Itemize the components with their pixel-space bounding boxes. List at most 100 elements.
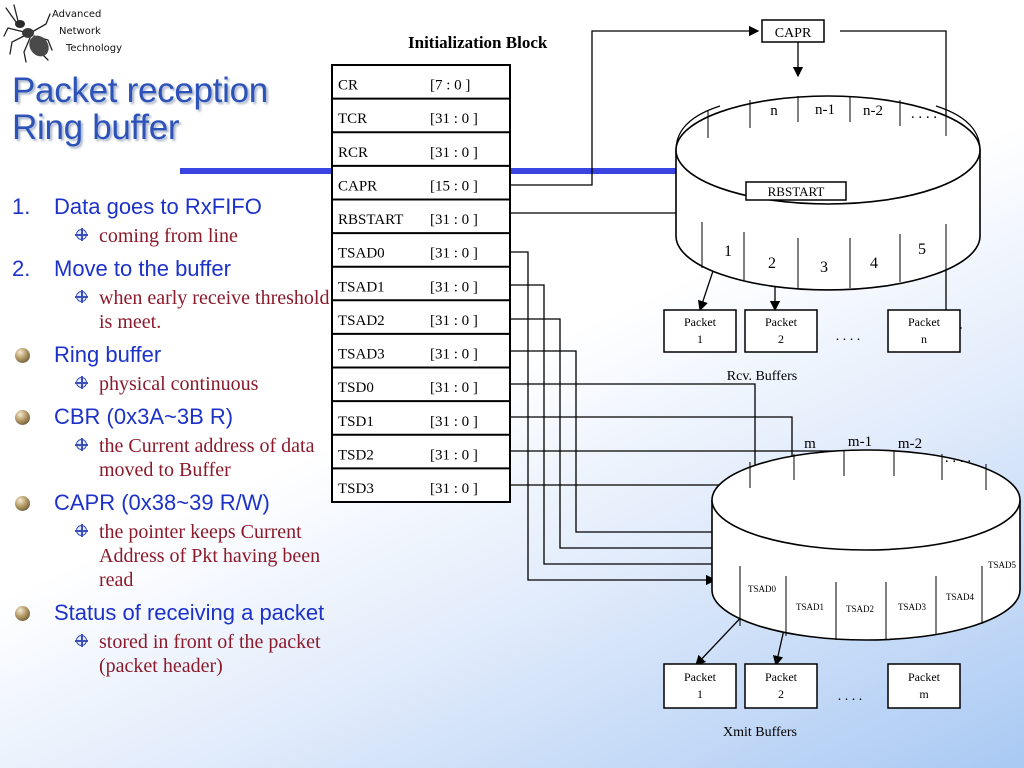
sphere-bullet-icon [15, 348, 30, 363]
logo-line: Advanced [52, 9, 102, 20]
sphere-bullet-icon [15, 606, 30, 621]
tx-ring-bottom-cell: TSAD5 [988, 560, 1017, 570]
rx-packet-box: Packet 2 [744, 309, 818, 353]
packet-number: m [919, 687, 929, 701]
tx-ring-bottom-cell: TSAD1 [796, 602, 824, 612]
tx-ring-bottom-cell: TSAD4 [946, 592, 975, 602]
sphere-bullet-icon [15, 410, 30, 425]
register-name: TSAD0 [338, 246, 385, 262]
bullet-number: 2. [12, 256, 31, 281]
register-name: CAPR [338, 178, 377, 194]
crosshair-bullet-icon [75, 524, 88, 537]
packet-number: 1 [697, 332, 703, 346]
ant-icon [3, 4, 53, 63]
rx-ring-bottom-cell: 3 [820, 259, 828, 276]
sub-bullet-text: the Current address of data moved to Buf… [99, 435, 315, 481]
packet-label: Packet [765, 315, 798, 329]
logo-line: Technology [66, 43, 123, 54]
packet-label: Packet [684, 670, 717, 684]
packet-label: Packet [908, 670, 941, 684]
tx-ring-bottom-cell: TSAD0 [748, 584, 777, 594]
register-name: TSD2 [338, 447, 374, 463]
sub-bullet-item: the pointer keeps Current Address of Pkt… [12, 520, 339, 592]
register-bits: [31 : 0 ] [430, 279, 478, 295]
packet-number: 1 [697, 687, 703, 701]
sub-bullet-item: the Current address of data moved to Buf… [12, 434, 319, 482]
capr-pointer-label: CAPR [775, 26, 812, 41]
rx-dots: . . . . [836, 329, 861, 344]
register-name: TSAD2 [338, 313, 385, 329]
bullet-text: Ring buffer [54, 342, 162, 367]
bullet-text: Data goes to RxFIFO [54, 194, 262, 219]
crosshair-bullet-icon [75, 376, 88, 389]
bullet-item: 2. Move to the buffer [12, 256, 342, 282]
slide-title-line: Ring buffer [12, 108, 180, 147]
crosshair-bullet-icon [75, 438, 88, 451]
bullet-item: CBR (0x3A~3B R) [12, 404, 342, 430]
sub-bullet-item: coming from line [12, 224, 342, 248]
rbstart-pointer-label: RBSTART [768, 184, 825, 199]
crosshair-bullet-icon [75, 290, 88, 303]
tx-ring-top-cell: m-2 [898, 436, 922, 452]
rx-ring-top-cell: n-1 [815, 102, 835, 118]
rx-ring-bottom-cell: 1 [724, 243, 732, 260]
tx-dots: . . . . [838, 689, 863, 704]
tx-caption: Xmit Buffers [723, 725, 797, 740]
sub-bullet-item: physical continuous [12, 372, 342, 396]
packet-label: Packet [908, 315, 941, 329]
rx-ring-top-cell: n [770, 103, 778, 119]
register-bits: [31 : 0 ] [430, 414, 478, 430]
rx-ring-top-cell: . . . . [911, 106, 937, 122]
packet-label: Packet [765, 670, 798, 684]
sub-bullet-text: physical continuous [99, 373, 259, 395]
register-bits: [15 : 0 ] [430, 178, 478, 194]
capr-pointer-box [761, 19, 825, 43]
register-bits: [31 : 0 ] [430, 380, 478, 396]
tx-ring-bottom-cell: TSAD2 [846, 604, 874, 614]
register-name: TSD0 [338, 380, 374, 396]
tx-ring-top-cell: m [804, 436, 816, 452]
register-bits: [31 : 0 ] [430, 111, 478, 127]
register-bits: [31 : 0 ] [430, 447, 478, 463]
bullet-text: Status of receiving a packet [54, 600, 325, 625]
bullet-item: Ring buffer [12, 342, 342, 368]
register-bits: [31 : 0 ] [430, 481, 478, 497]
sub-bullet-item: when early receive threshold is meet. [12, 286, 342, 334]
rx-caption: Rcv. Buffers [727, 369, 797, 384]
register-name: RBSTART [338, 212, 403, 228]
packet-label: Packet [684, 315, 717, 329]
transmit-packets: Packet 1 Packet 2 Packet m [663, 663, 961, 709]
tx-ring-top-cell: . . . . [945, 450, 971, 466]
register-name: TSAD1 [338, 279, 385, 295]
packet-number: 2 [778, 332, 784, 346]
sub-bullet-text: when early receive threshold is meet. [99, 287, 330, 333]
rbstart-pointer-box [745, 181, 847, 201]
title-divider [180, 168, 948, 174]
rx-packet-box: Packet 1 [663, 309, 737, 353]
logo-line: Network [59, 26, 101, 37]
tx-ring-bottom-cell: TSAD3 [898, 602, 927, 612]
bullet-list: 1. Data goes to RxFIFO coming from line … [12, 194, 342, 686]
slide-title: Packet reception Ring buffer [12, 72, 268, 146]
logo-text: Advanced Network Technology [52, 6, 122, 57]
register-bits: [31 : 0 ] [430, 212, 478, 228]
bullet-text: CBR (0x3A~3B R) [54, 404, 234, 429]
tx-packet-box: Packet m [887, 663, 961, 709]
bullet-text: Move to the buffer [54, 256, 231, 281]
bullet-item: Status of receiving a packet [12, 600, 342, 626]
sub-bullet-text: stored in front of the packet (packet he… [99, 631, 321, 677]
bullet-item: CAPR (0x38~39 R/W) [12, 490, 342, 516]
init-block-title: Initialization Block [408, 33, 548, 52]
packet-number: 2 [778, 687, 784, 701]
logo: Advanced Network Technology [2, 2, 132, 64]
sub-bullet-item: stored in front of the packet (packet he… [12, 630, 359, 678]
register-name: TCR [338, 111, 367, 127]
crosshair-bullet-icon [75, 634, 88, 647]
rx-ring-bottom-cell: 5 [918, 241, 926, 258]
register-table: CR[7 : 0 ]TCR[31 : 0 ]RCR[31 : 0 ]CAPR[1… [331, 64, 511, 503]
register-bits: [31 : 0 ] [430, 145, 478, 161]
sub-bullet-text: coming from line [99, 225, 238, 247]
